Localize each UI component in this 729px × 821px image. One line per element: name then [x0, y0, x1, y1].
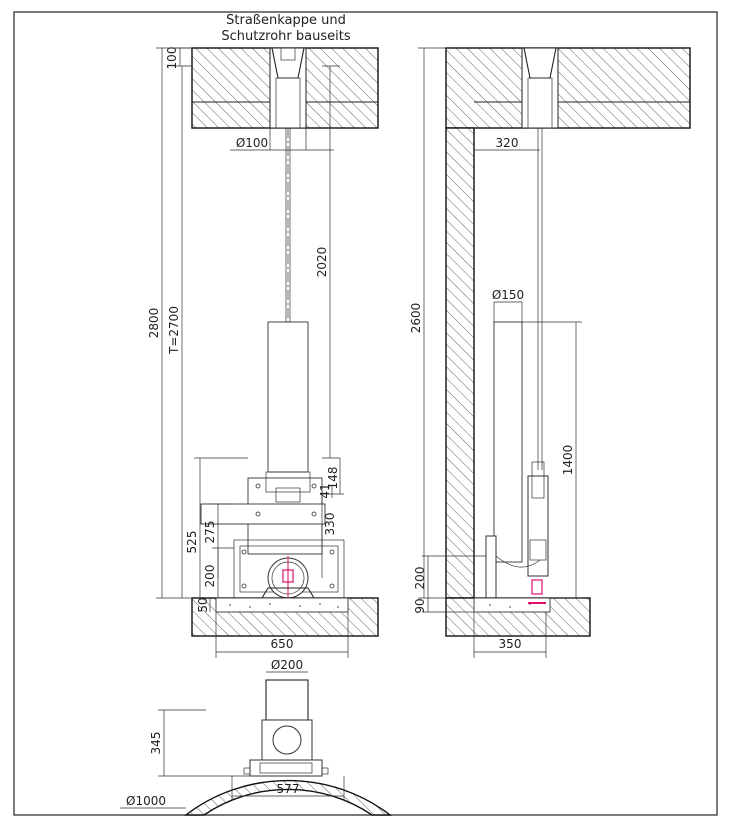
- arch-outer: [183, 779, 393, 816]
- dim-2600: 2600: [409, 303, 423, 334]
- casing-tube: [267, 321, 309, 473]
- dim-320: 320: [496, 136, 519, 150]
- dim-650: 650: [271, 637, 294, 651]
- base-slab-right: [445, 597, 591, 637]
- plan-view-dimensions: Ø200 345 577 Ø1000: [120, 658, 345, 809]
- front-view: [191, 47, 379, 637]
- side-flange: [485, 535, 497, 603]
- drawing-frame: [13, 11, 718, 816]
- dim-148: 148: [326, 467, 340, 490]
- valve-side: [527, 475, 549, 577]
- dim-330: 330: [323, 513, 337, 536]
- grout-bed: [215, 597, 349, 613]
- dim-dia200: Ø200: [271, 658, 303, 672]
- dim-dia1000: Ø1000: [126, 794, 166, 808]
- title-line-2: Schutzrohr bauseits: [221, 29, 350, 44]
- casing-tube-side: [493, 321, 523, 563]
- side-view-dimensions: 2600 320 Ø150 1400 200 90 350: [409, 47, 582, 658]
- dim-350: 350: [499, 637, 522, 651]
- plan-tube: [272, 725, 302, 755]
- plan-view: [183, 679, 393, 816]
- side-view: [445, 47, 691, 637]
- road-slab-right: [445, 47, 691, 129]
- dim-dia100: Ø100: [236, 136, 268, 150]
- dim-50: 50: [196, 597, 210, 612]
- dim-345: 345: [149, 732, 163, 755]
- dim-t2700: T=2700: [167, 306, 181, 355]
- title-line-1: Straßenkappe und: [226, 13, 346, 28]
- dim-577: 577: [277, 782, 300, 796]
- dim-2800: 2800: [147, 308, 161, 339]
- dim-275: 275: [203, 521, 217, 544]
- front-view-dimensions: 100 2800 T=2700 Ø100 2020 148 41 330 275: [147, 47, 349, 658]
- valve-plan: [249, 759, 323, 777]
- dim-90: 90: [413, 598, 427, 613]
- dim-525: 525: [185, 531, 199, 554]
- dim-2020: 2020: [315, 247, 329, 278]
- street-cap-right: [521, 47, 559, 129]
- dim-1400: 1400: [561, 445, 575, 476]
- dim-41: 41: [318, 483, 332, 498]
- dim-200-left: 200: [203, 565, 217, 588]
- wall-right: [445, 127, 475, 599]
- dim-100-top: 100: [165, 47, 179, 70]
- flange-plate: [200, 503, 326, 525]
- dim-dia150: Ø150: [492, 288, 524, 302]
- opening-slot: [265, 679, 309, 721]
- dim-200-right: 200: [413, 567, 427, 590]
